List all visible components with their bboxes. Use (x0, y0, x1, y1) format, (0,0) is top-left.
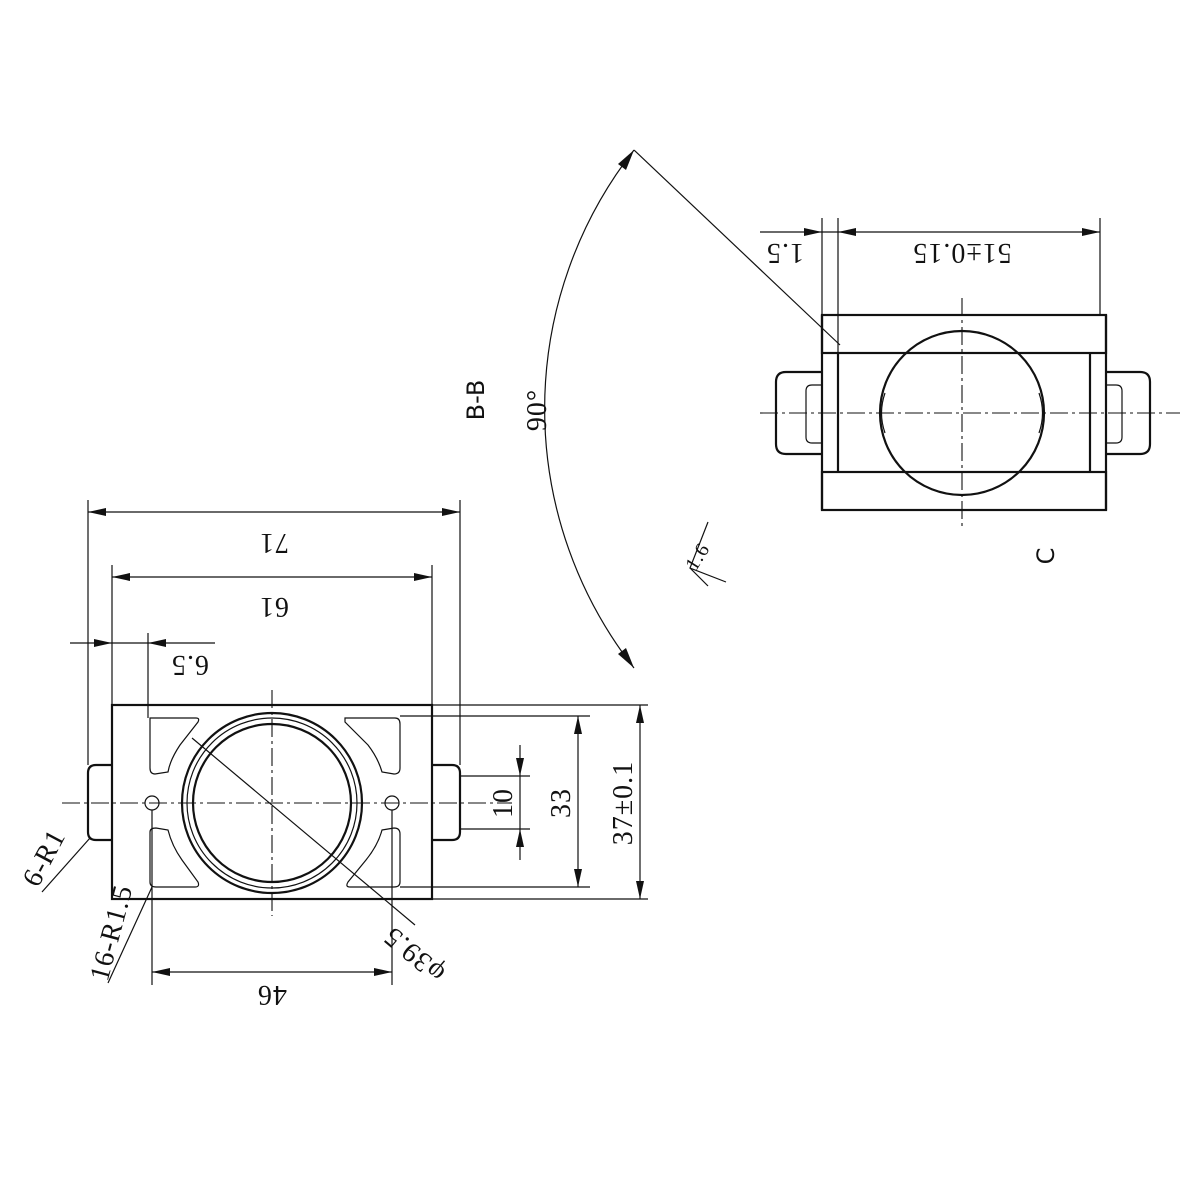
window-top-left (149, 717, 200, 775)
dim-61: 61 (259, 591, 289, 622)
window-bottom-left (149, 827, 200, 888)
dim-6-5: 6.5 (171, 649, 209, 680)
rotation-label: 90° (522, 389, 553, 431)
diameter-leader (191, 737, 416, 926)
rotation-arc (544, 149, 635, 669)
left-lug (86, 763, 112, 842)
window-bottom-right (346, 827, 401, 888)
dim-10: 10 (488, 788, 519, 818)
rotation-indicator: 90° B-B (462, 149, 841, 669)
view-label-c: C (1032, 548, 1060, 565)
right-lug (432, 763, 462, 842)
dim-37: 37±0.1 (608, 761, 639, 845)
dim-1-5: 1.5 (766, 237, 804, 268)
front-view: 71 61 6.5 46 10 33 37±0.1 φ39.5 6-R1 16-… (17, 500, 648, 1010)
dim-bore-diameter: φ39.5 (378, 920, 452, 989)
dim-46: 46 (257, 979, 287, 1010)
dim-33: 33 (546, 788, 577, 818)
window-top-right (344, 717, 401, 775)
surface-finish-symbol: 1.6 (681, 521, 727, 587)
note-6-r1: 6-R1 (17, 824, 73, 892)
rotation-leader (633, 149, 841, 346)
surface-finish-value: 1.6 (681, 539, 714, 574)
dim-71: 71 (259, 527, 289, 558)
bottom-wall-hatch (820, 470, 1108, 512)
section-label: B-B (462, 380, 490, 421)
ball (878, 329, 1046, 497)
top-wall-hatch (820, 313, 1108, 355)
dim-51: 51±0.15 (912, 237, 1011, 268)
section-view: 51±0.15 1.5 C (760, 218, 1180, 564)
